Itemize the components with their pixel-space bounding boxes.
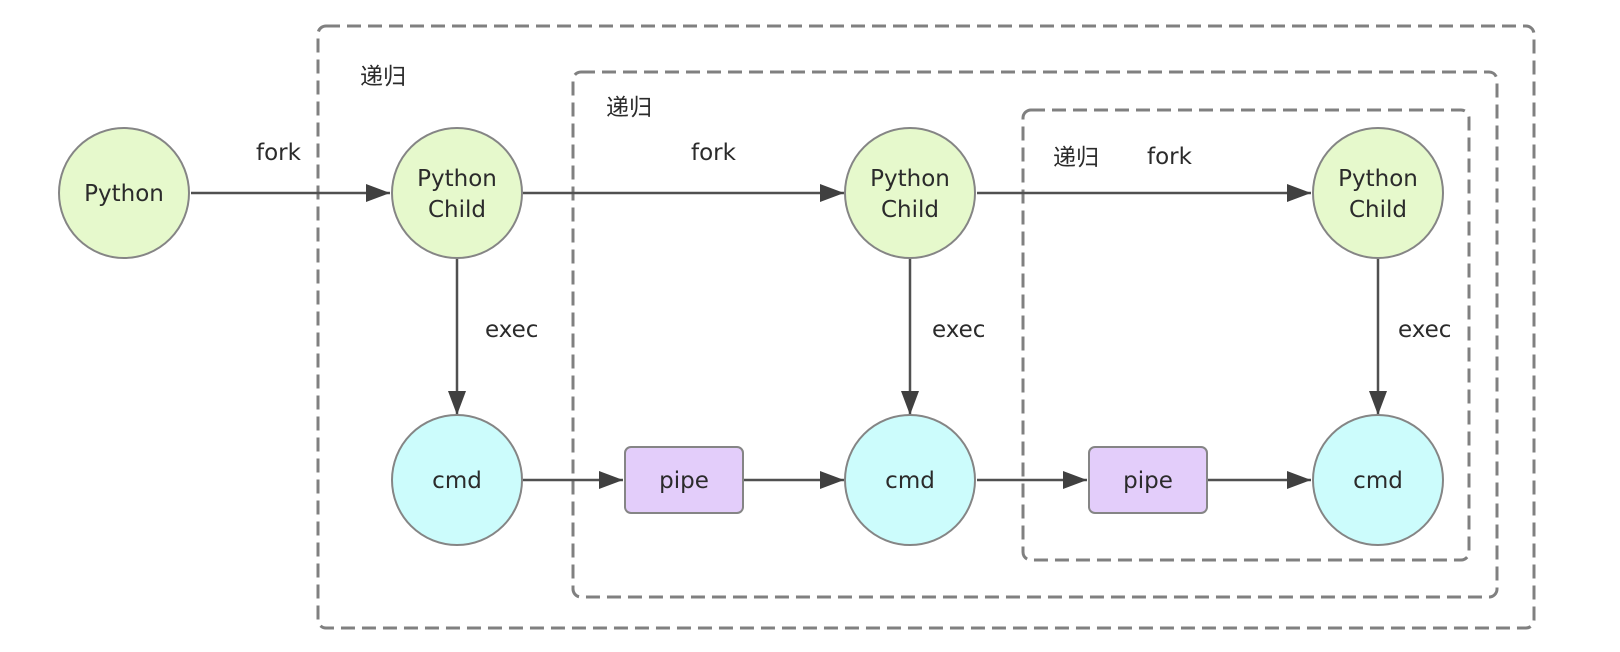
python-child-1-line1: Python xyxy=(417,166,497,192)
python-child-node-2 xyxy=(844,127,976,259)
recursion-label-outer: 递归 xyxy=(360,64,406,90)
recursion-label-middle: 递归 xyxy=(606,95,652,121)
fork-label-1: fork xyxy=(256,140,302,166)
python-child-3-line2: Child xyxy=(1349,197,1407,223)
pipe-node-2 xyxy=(1088,446,1208,514)
python-child-1-line2: Child xyxy=(428,197,486,223)
python-child-3-line1: Python xyxy=(1338,166,1418,192)
cmd-node-2-label: cmd xyxy=(885,468,935,494)
pipe-node-1 xyxy=(624,446,744,514)
cmd-node-3 xyxy=(1312,414,1444,546)
python-child-2-line2: Child xyxy=(881,197,939,223)
cmd-node-2 xyxy=(844,414,976,546)
python-node-label: Python xyxy=(84,181,164,207)
recursion-group-middle xyxy=(571,70,1499,599)
exec-label-2: exec xyxy=(932,317,985,343)
python-child-2-line1: Python xyxy=(870,166,950,192)
recursion-group-outer xyxy=(316,24,1536,630)
python-node xyxy=(58,127,190,259)
recursion-label-inner: 递归 xyxy=(1053,145,1099,171)
fork-label-2: fork xyxy=(691,140,737,166)
pipe-node-2-label: pipe xyxy=(1123,468,1173,494)
fork-label-3: fork xyxy=(1147,144,1193,170)
pipe-node-1-label: pipe xyxy=(659,468,709,494)
recursion-group-inner xyxy=(1021,108,1471,562)
exec-label-3: exec xyxy=(1398,317,1451,343)
cmd-node-3-label: cmd xyxy=(1353,468,1403,494)
exec-label-1: exec xyxy=(485,317,538,343)
python-child-node-1 xyxy=(391,127,523,259)
python-child-node-3 xyxy=(1312,127,1444,259)
cmd-node-1 xyxy=(391,414,523,546)
cmd-node-1-label: cmd xyxy=(432,468,482,494)
